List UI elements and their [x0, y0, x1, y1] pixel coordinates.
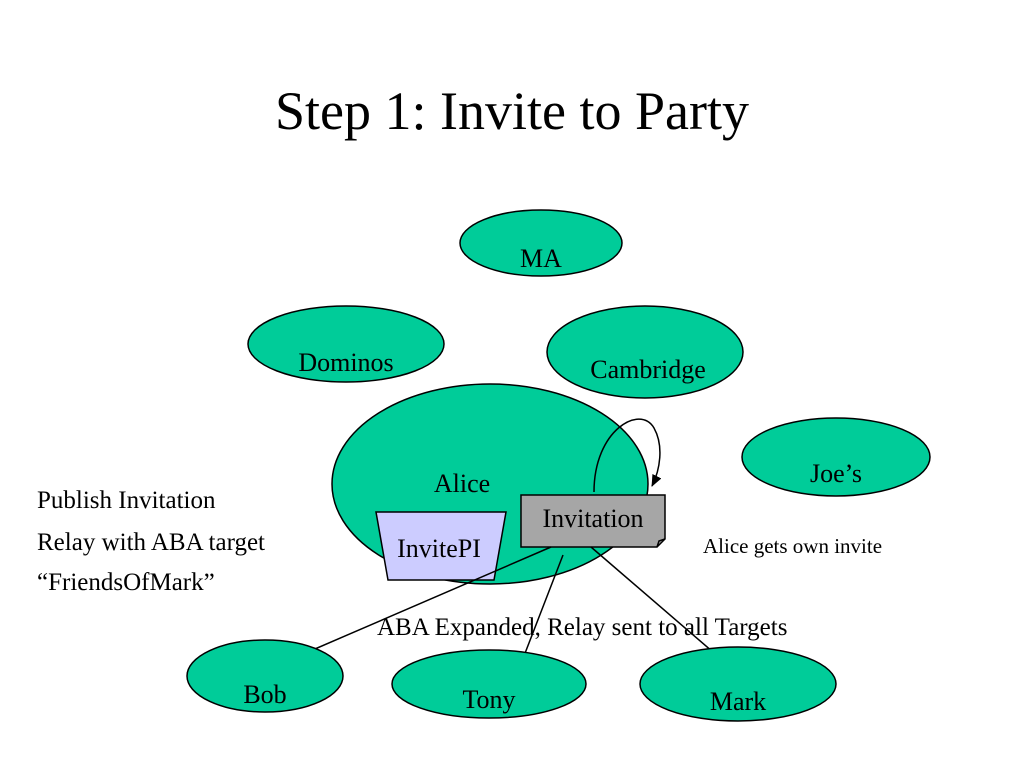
joes-label: Joe’s — [810, 459, 862, 488]
self-invite-arc — [593, 418, 662, 493]
arrow-to-bob — [300, 546, 552, 656]
tony-label: Tony — [462, 685, 515, 714]
publish-note-line2: Relay with ABA target — [37, 529, 265, 556]
invite-pi-box — [375, 511, 507, 581]
tony-node — [391, 649, 587, 719]
publish-note-line3: “FriendsOfMark” — [37, 569, 215, 596]
mark-label: Mark — [710, 687, 766, 716]
joes-node — [741, 417, 931, 497]
dominos-node — [247, 305, 445, 383]
invite-pi-label: InvitePI — [397, 534, 481, 563]
bob-label: Bob — [243, 680, 286, 709]
cambridge-label: Cambridge — [590, 355, 706, 384]
ma-node — [459, 209, 623, 277]
bob-node — [186, 639, 344, 713]
alice-label: Alice — [434, 469, 490, 498]
aba-expanded-note: ABA Expanded, Relay sent to all Targets — [377, 614, 787, 641]
publish-note-line1: Publish Invitation — [37, 487, 216, 514]
dominos-label: Dominos — [298, 348, 393, 377]
invitation-fold — [656, 538, 666, 548]
invitation-label: Invitation — [542, 504, 643, 533]
mark-node — [639, 646, 837, 722]
cambridge-node — [546, 305, 744, 399]
slide-title: Step 1: Invite to Party — [275, 81, 749, 141]
self-invite-note: Alice gets own invite — [703, 534, 882, 558]
invitation-box — [520, 494, 666, 548]
ma-label: MA — [520, 244, 562, 273]
